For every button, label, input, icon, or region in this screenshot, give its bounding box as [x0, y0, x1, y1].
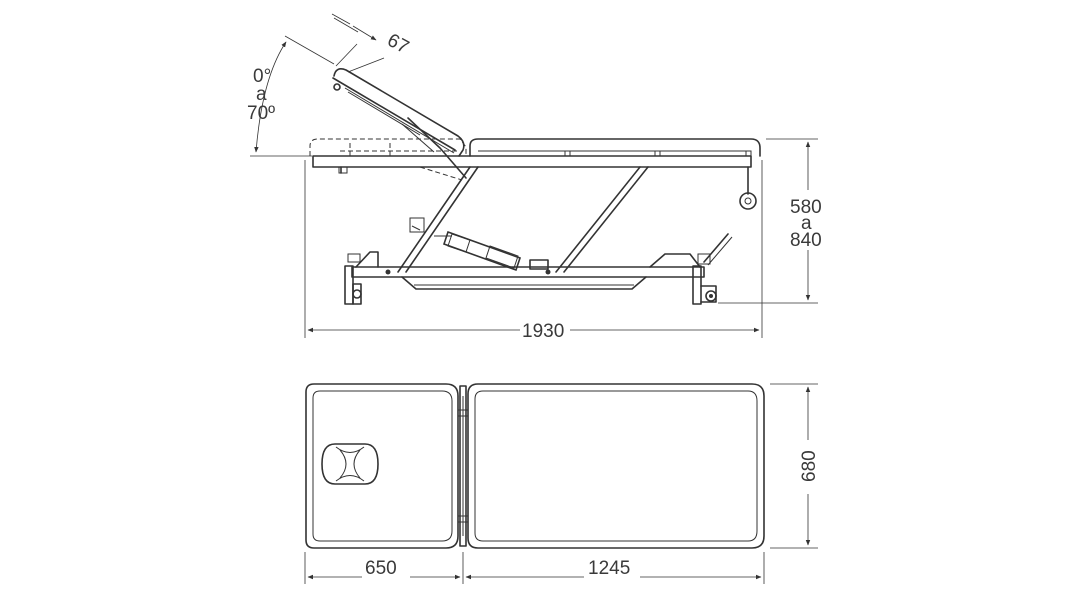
angle-dimension: 0° a 70º — [247, 35, 335, 157]
left-wheel — [344, 253, 362, 305]
foot-end-handle — [739, 166, 757, 210]
height-min-label: 580 — [790, 197, 822, 218]
total-length-label: 1930 — [522, 321, 564, 342]
side-view: 0° a 70º 67 580 a 840 1930 — [247, 13, 822, 342]
right-wheel — [692, 253, 717, 305]
hinge — [457, 385, 469, 547]
section-length-dimensions: 650 1245 — [304, 552, 765, 584]
scissor-lift — [397, 166, 649, 273]
head-section-top — [305, 383, 459, 549]
height-dimension: 580 a 840 — [718, 138, 822, 304]
body-section-length-label: 1245 — [588, 558, 630, 579]
backrest-thickness-dimension: 67 — [331, 13, 413, 73]
length-dimension: 1930 — [304, 160, 763, 342]
height-connector-label: a — [801, 213, 812, 234]
body-section-top — [467, 383, 765, 549]
height-max-label: 840 — [790, 230, 822, 251]
head-cushion-lowered — [309, 138, 467, 181]
width-dimension: 680 — [770, 383, 820, 549]
backrest-thickness-label: 67 — [384, 30, 413, 58]
head-cushion-raised — [332, 68, 467, 179]
upper-frame — [312, 155, 752, 174]
head-section-length-label: 650 — [365, 558, 397, 579]
body-cushion — [469, 138, 761, 157]
width-label: 680 — [799, 450, 820, 482]
angle-label-to: 70º — [247, 103, 275, 124]
face-hole-icon — [321, 443, 379, 485]
linear-actuator — [434, 230, 549, 272]
angle-label-from: 0° — [253, 66, 271, 87]
top-view: 680 650 1245 — [304, 383, 820, 584]
base-frame — [351, 233, 733, 290]
angle-label-connector: a — [256, 84, 267, 105]
